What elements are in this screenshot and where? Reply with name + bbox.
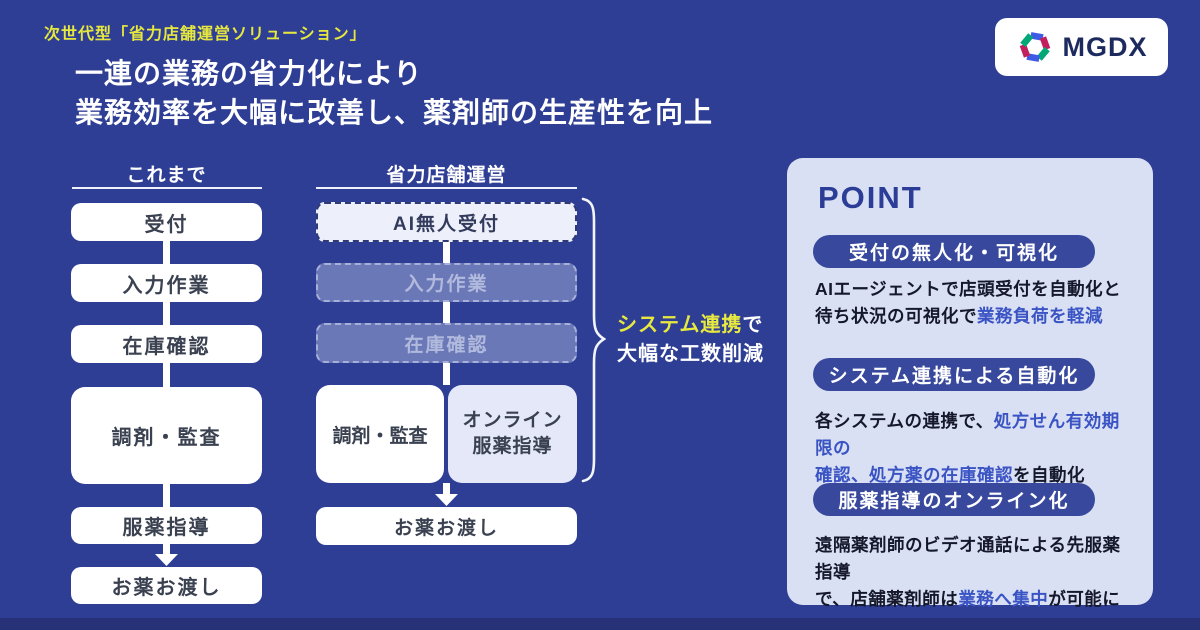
point-text-reception: AIエージェントで店頭受付を自動化と 待ち状況の可視化で業務負荷を軽減 [815,276,1135,330]
flow-step-online-guidance: オンライン 服薬指導 [448,385,577,483]
point2-line2-blue: 確認、処方薬の在庫確認 [815,465,1013,485]
tagline: 次世代型「省力店舗運営ソリューション」 [44,26,367,43]
flow-connector [163,241,170,264]
arrow-down-icon [435,483,458,506]
point1-line1: AIエージェントで店頭受付を自動化と [815,279,1122,299]
point-panel-title: POINT [818,180,923,215]
flow-step-stock: 在庫確認 [71,325,262,363]
point-text-online: 遠隔薬剤師のビデオ通話による先服薬指導 で、店舗薬剤師は業務へ集中が可能に [815,532,1135,613]
flow-step-guidance: 服薬指導 [71,507,262,544]
page-title: 一連の業務の省力化により 業務効率を大幅に改善し、薬剤師の生産性を向上 [75,54,713,132]
before-column-underline [72,187,262,189]
flow-connector [163,302,170,325]
point2-line2-dark: を自動化 [1013,465,1085,485]
point3-line2: で、店舗薬剤師は業務へ集中が可能に [815,586,1135,613]
flow-connector [163,363,170,387]
page-title-line1: 一連の業務の省力化により [75,58,423,89]
point-pill-reception: 受付の無人化・可視化 [813,235,1095,268]
mgdx-logo-text: MGDX [1062,31,1148,62]
point2-line1-dark: 各システムの連携で、 [815,411,994,431]
flow-step-input: 入力作業 [71,264,262,302]
online-guidance-line2: 服薬指導 [472,436,553,457]
after-column-underline [316,187,577,189]
flow-step-handover-after: お薬お渡し [316,507,577,545]
before-column-header: これまで [126,165,207,186]
point1-line2-dark: 待ち状況の可視化で [815,306,977,326]
point3-line2-dark2: が可能に [1048,589,1121,609]
mgdx-logo-icon [1019,32,1050,62]
flow-connector [443,242,450,263]
flow-step-reception: 受付 [71,203,262,241]
point2-line2: 確認、処方薬の在庫確認を自動化 [815,462,1135,489]
bottom-accent-strip [0,618,1200,630]
flow-step-handover: お薬お渡し [71,567,262,604]
flow-step-input-automated: 入力作業 [316,263,577,302]
point3-line2-dark1: で、店舗薬剤師は [815,589,959,609]
point2-line1-blue: 処方せん有効期限の [815,411,1120,458]
point2-line1: 各システムの連携で、処方せん有効期限の [815,408,1135,462]
after-column-header: 省力店舗運営 [386,165,507,186]
point-panel: POINT 受付の無人化・可視化 AIエージェントで店頭受付を自動化と 待ち状況… [787,158,1153,609]
flow-step-dispense: 調剤・監査 [71,387,262,484]
flow-step-dispense-after: 調剤・監査 [316,385,444,483]
callout-text: システム連携で 大幅な工数削減 [617,311,764,369]
flow-connector [443,302,450,323]
page-title-line2: 業務効率を大幅に改善し、薬剤師の生産性を向上 [75,97,714,128]
point1-line2: 待ち状況の可視化で業務負荷を軽減 [815,303,1135,330]
point3-line1: 遠隔薬剤師のビデオ通話による先服薬指導 [815,535,1121,582]
callout-line2: 大幅な工数削減 [617,343,764,365]
curly-brace [581,197,606,483]
callout-highlight: システム連携 [617,314,743,336]
point-pill-online: 服薬指導のオンライン化 [813,483,1095,516]
flow-connector [443,363,450,385]
point1-line2-blue: 業務負荷を軽減 [977,306,1103,326]
mgdx-logo: MGDX [995,18,1168,76]
flow-connector [163,484,170,507]
point-text-system: 各システムの連携で、処方せん有効期限の 確認、処方薬の在庫確認を自動化 [815,408,1135,489]
point3-line2-blue: 業務へ集中 [958,589,1049,609]
online-guidance-line1: オンライン [462,410,563,431]
flow-step-ai-reception: AI無人受付 [316,202,577,242]
flow-step-stock-automated: 在庫確認 [316,323,577,363]
arrow-down-icon [155,543,178,566]
point-pill-system: システム連携による自動化 [813,358,1095,391]
callout-rest: で [742,314,764,336]
